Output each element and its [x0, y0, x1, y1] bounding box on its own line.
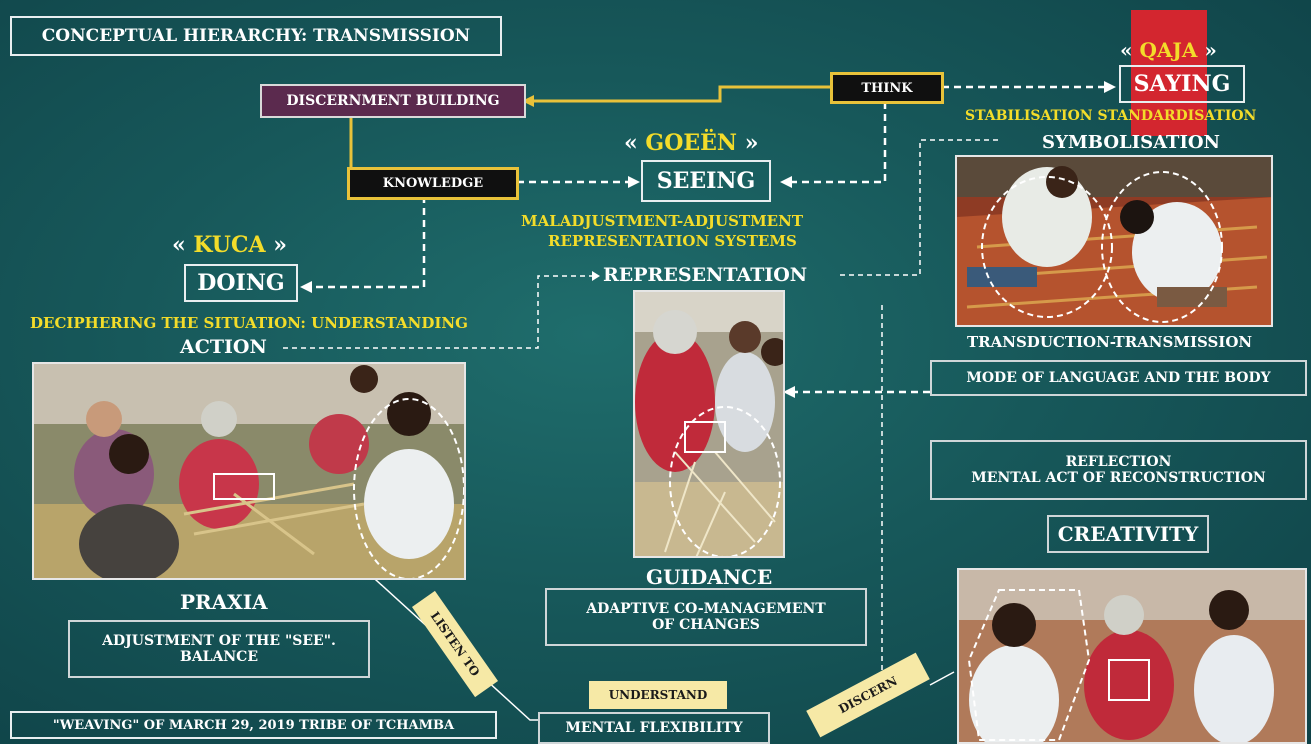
- reflection-line-2: MENTAL ACT OF RECONSTRUCTION: [971, 470, 1266, 486]
- adaptive-line-1: ADAPTIVE CO-MANAGEMENT: [586, 601, 826, 617]
- adjustment-line-1: ADJUSTMENT OF THE "SEE".: [102, 633, 336, 649]
- praxia-label: PRAXIA: [180, 590, 268, 614]
- action-label: ACTION: [180, 336, 267, 358]
- representation-systems-label: REPRESENTATION SYSTEMS: [548, 232, 797, 250]
- adaptive-box: ADAPTIVE CO-MANAGEMENT OF CHANGES: [545, 588, 867, 646]
- goeen-label: « GOEËN »: [624, 130, 759, 156]
- diagram-title: CONCEPTUAL HIERARCHY: TRANSMISSION: [10, 16, 502, 56]
- doing-box: DOING: [184, 264, 298, 302]
- deciphering-label: DECIPHERING THE SITUATION: UNDERSTANDING: [30, 314, 468, 332]
- guidance-label: GUIDANCE: [646, 565, 773, 589]
- kuca-label: « KUCA »: [172, 232, 287, 258]
- transduction-label: TRANSDUCTION-TRANSMISSION: [967, 333, 1253, 351]
- maladjustment-label: MALADJUSTMENT-ADJUSTMENT: [521, 212, 803, 230]
- symbolisation-photo: [955, 155, 1273, 327]
- understand-tag: UNDERSTAND: [589, 681, 727, 709]
- reflection-box: REFLECTION MENTAL ACT OF RECONSTRUCTION: [930, 440, 1307, 500]
- symbolisation-label: SYMBOLISATION: [1042, 132, 1221, 153]
- representation-label: REPRESENTATION: [603, 264, 808, 286]
- saying-box: SAYING: [1119, 65, 1245, 103]
- footer-caption: "WEAVING" OF MARCH 29, 2019 TRIBE OF TCH…: [10, 711, 497, 739]
- creativity-photo: [957, 568, 1307, 744]
- adjustment-box: ADJUSTMENT OF THE "SEE". BALANCE: [68, 620, 370, 678]
- guidance-photo: [633, 290, 785, 558]
- creativity-box: CREATIVITY: [1047, 515, 1209, 553]
- discernment-building-box: DISCERNMENT BUILDING: [260, 84, 526, 118]
- stabilisation-label: STABILISATION STANDARDISATION: [965, 108, 1257, 124]
- mental-flexibility-box: MENTAL FLEXIBILITY: [538, 712, 770, 744]
- reflection-line-1: REFLECTION: [1065, 454, 1172, 470]
- think-box: THINK: [830, 72, 944, 104]
- action-photo: [32, 362, 466, 580]
- qaja-label: « QAJA »: [1120, 38, 1217, 62]
- qaja-highlight-bar: [1131, 10, 1207, 136]
- mode-language-box: MODE OF LANGUAGE AND THE BODY: [930, 360, 1307, 396]
- adjustment-line-2: BALANCE: [179, 649, 258, 665]
- seeing-box: SEEING: [641, 160, 771, 202]
- knowledge-box: KNOWLEDGE: [347, 167, 519, 200]
- adaptive-line-2: OF CHANGES: [652, 617, 760, 633]
